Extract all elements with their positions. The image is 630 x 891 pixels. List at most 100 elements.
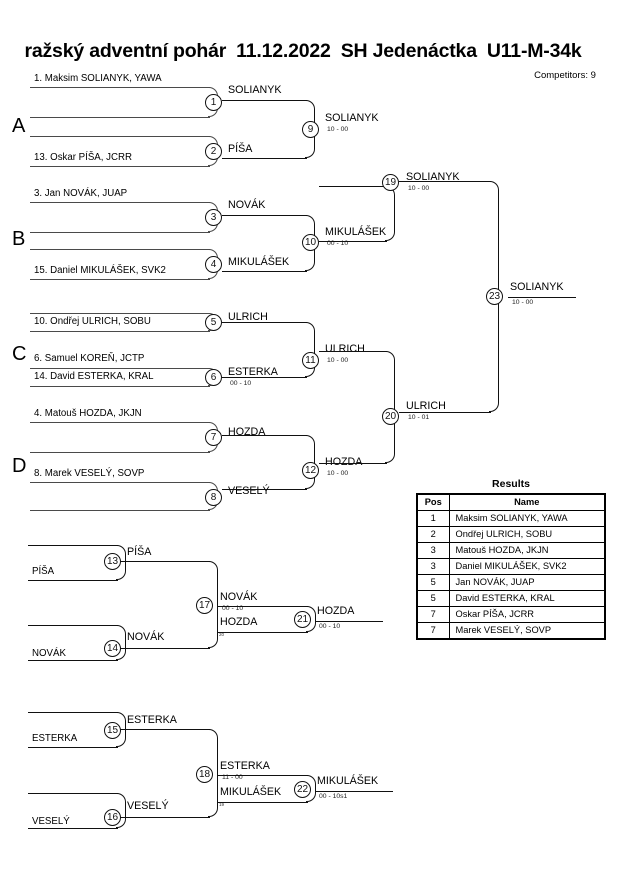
entry-ulrich: 10. Ondřej ULRICH, SOBU	[34, 316, 151, 327]
result-pos: 5	[416, 590, 450, 607]
seed-line-c3	[30, 368, 210, 369]
adv-line-15	[120, 729, 210, 730]
entry-esterka: 14. David ESTERKA, KRAL	[34, 371, 154, 382]
seed-line-c4	[30, 386, 210, 387]
table-row: 3 Matouš HOZDA, JKJN	[416, 542, 606, 559]
entry-pisa: 13. Oskar PÍŠA, JCRR	[34, 152, 132, 163]
match-node-4[interactable]: 4	[205, 256, 222, 273]
match-node-13[interactable]: 13	[104, 553, 121, 570]
match-winner-3: NOVÁK	[228, 199, 266, 211]
group-label-a: A	[12, 115, 26, 137]
match-node-21[interactable]: 21	[294, 611, 311, 628]
seed-line-b1	[30, 202, 210, 203]
rep-l-dropin-line	[218, 802, 308, 803]
match-node-3[interactable]: 3	[205, 209, 222, 226]
adv-line-13	[120, 561, 210, 562]
match-winner-23: SOLIANYK	[510, 281, 564, 293]
match-node-11[interactable]: 11	[302, 352, 319, 369]
match-node-16[interactable]: 16	[104, 809, 121, 826]
entry-hozda: 4. Matouš HOZDA, JKJN	[34, 408, 142, 419]
elbow-match-19	[385, 186, 395, 241]
match-winner-2: PÍŠA	[228, 143, 253, 155]
result-name: Oskar PÍŠA, JCRR	[448, 606, 606, 623]
match-node-10[interactable]: 10	[302, 234, 319, 251]
title-category: U11-M-34k	[486, 40, 582, 62]
match-score-9: 10 - 00	[327, 126, 349, 133]
seed-line-d2	[30, 452, 210, 453]
table-row: 3 Daniel MIKULÁŠEK, SVK2	[416, 558, 606, 575]
match-winner-12: HOZDA	[325, 456, 363, 468]
match-node-7[interactable]: 7	[205, 429, 222, 446]
seed-line-b3	[30, 249, 210, 250]
match-node-18[interactable]: 18	[196, 766, 213, 783]
match-node-14[interactable]: 14	[104, 640, 121, 657]
match-node-20[interactable]: 20	[382, 408, 399, 425]
adv-line-19	[399, 181, 491, 182]
rep-l-dropin-xref: 19	[219, 802, 225, 807]
adv-line-2	[222, 158, 307, 159]
match-winner-16: VESELÝ	[127, 800, 169, 812]
adv-line-5	[222, 322, 307, 323]
match-node-8[interactable]: 8	[205, 489, 222, 506]
rep-l-line-2	[28, 747, 118, 748]
adv-line-8	[222, 489, 307, 490]
match-winner-7: HOZDA	[228, 426, 266, 438]
match-node-15[interactable]: 15	[104, 722, 121, 739]
match-node-17[interactable]: 17	[196, 597, 213, 614]
match-score-22: 00 - 10s1	[319, 793, 348, 800]
entry-koren: 6. Samuel KOREŇ, JCTP	[34, 353, 145, 364]
rep-u-dropin-xref: 20	[219, 632, 225, 637]
competitors-count: Competitors: 9	[534, 70, 596, 81]
adv-line-6	[222, 377, 307, 378]
match-winner-6: ESTERKA	[228, 366, 278, 378]
champion-line	[508, 297, 576, 298]
match-winner-1: SOLIANYK	[228, 84, 282, 96]
match-node-22[interactable]: 22	[294, 781, 311, 798]
result-name: Marek VESELÝ, SOVP	[448, 622, 606, 640]
match-node-23[interactable]: 23	[486, 288, 503, 305]
results-table: Pos Name 1 Maksim SOLIANYK, YAWA 2 Ondře…	[416, 493, 606, 640]
seed-line-b2	[30, 232, 210, 233]
results-col-name: Name	[448, 493, 606, 511]
match-score-19: 10 - 00	[408, 185, 430, 192]
match-winner-10: MIKULÁŠEK	[325, 226, 387, 238]
match-node-6[interactable]: 6	[205, 369, 222, 386]
group-label-b: B	[12, 228, 26, 250]
title-event: ražský adventní pohár	[24, 40, 227, 62]
table-row: 7 Marek VESELÝ, SOVP	[416, 622, 606, 640]
adv-line-20	[399, 412, 491, 413]
match-node-5[interactable]: 5	[205, 314, 222, 331]
match-winner-15: ESTERKA	[127, 714, 177, 726]
match-node-19[interactable]: 19	[382, 174, 399, 191]
rep-u-line-2	[28, 580, 118, 581]
results-title: Results	[492, 478, 530, 490]
match-winner-17: NOVÁK	[220, 591, 258, 603]
results-header-row: Pos Name	[416, 493, 606, 511]
seed-line-d4	[30, 510, 210, 511]
match-node-12[interactable]: 12	[302, 462, 319, 479]
table-row: 7 Oskar PÍŠA, JCRR	[416, 606, 606, 623]
match-score-11: 10 - 00	[327, 357, 349, 364]
group-label-d: D	[12, 455, 27, 477]
adv-line-3	[222, 215, 307, 216]
seed-line-a2	[30, 117, 210, 118]
table-row: 5 David ESTERKA, KRAL	[416, 590, 606, 607]
result-name: Maksim SOLIANYK, YAWA	[448, 510, 606, 527]
match-winner-21: HOZDA	[317, 605, 355, 617]
rep-u-final-line	[315, 621, 383, 622]
elbow-match-20	[385, 351, 395, 463]
seed-line-b4	[30, 279, 210, 280]
match-winner-5: ULRICH	[228, 311, 268, 323]
rep-l-line-4	[28, 828, 118, 829]
rep-l-feed-1: ESTERKA	[32, 733, 78, 744]
match-winner-22: MIKULÁŠEK	[317, 775, 379, 787]
results-col-pos: Pos	[416, 493, 450, 511]
result-name: Jan NOVÁK, JUAP	[448, 574, 606, 591]
seed-line-a1	[30, 87, 210, 88]
adv-line-17	[218, 606, 308, 607]
result-pos: 2	[416, 526, 450, 543]
match-node-2[interactable]: 2	[205, 143, 222, 160]
match-node-9[interactable]: 9	[302, 121, 319, 138]
match-node-1[interactable]: 1	[205, 94, 222, 111]
